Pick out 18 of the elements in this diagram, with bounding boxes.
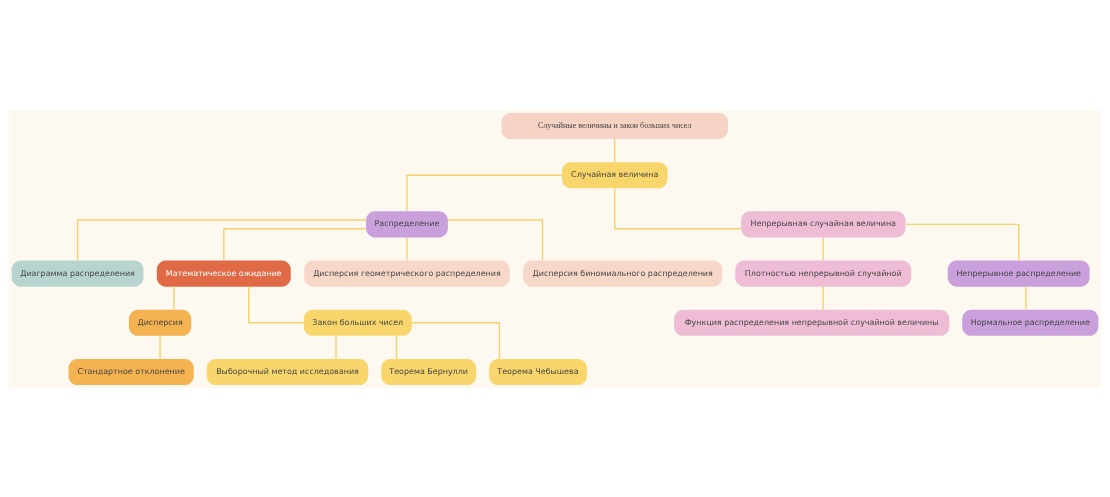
connector <box>248 285 305 324</box>
connector <box>395 334 398 360</box>
connector <box>1025 285 1027 310</box>
connector <box>822 285 824 310</box>
connector <box>223 227 367 261</box>
connector <box>173 285 175 310</box>
connector <box>822 236 824 261</box>
connector <box>76 218 367 261</box>
connector <box>410 321 501 360</box>
connector <box>406 173 563 212</box>
connector <box>447 218 544 261</box>
connector <box>904 223 1020 261</box>
connector <box>406 236 408 261</box>
connector <box>159 334 161 360</box>
connector <box>335 334 337 360</box>
connector <box>614 187 742 229</box>
connector <box>614 137 616 163</box>
node-box: Случайные величины и закон больших чисел <box>501 112 729 139</box>
